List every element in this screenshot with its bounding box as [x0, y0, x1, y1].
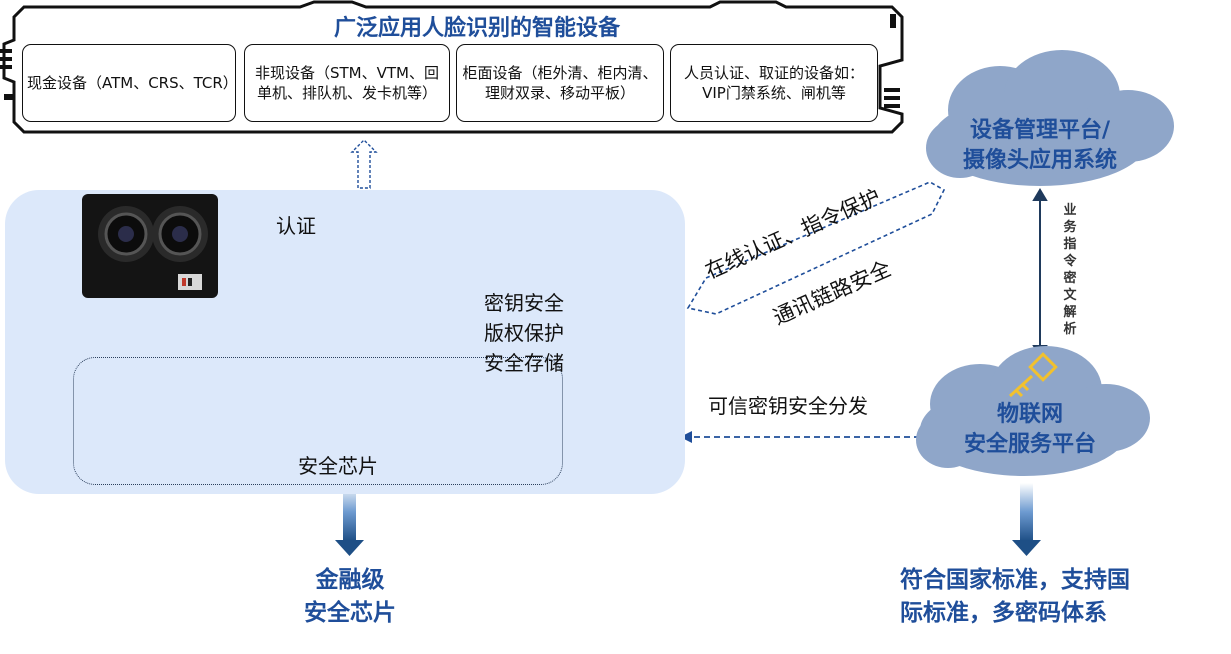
gradient-arrow-down-left [335, 483, 364, 556]
dashed-diagonal-arrow [686, 181, 946, 315]
security-chip-zone [73, 357, 563, 485]
cloud-icon [926, 50, 1174, 186]
bottom-left-line1: 金融级 [315, 567, 385, 593]
bottom-right-caption: 符合国家标准，支持国 际标准，多密码体系 [900, 564, 1220, 630]
dashed-arrow-distribute [680, 431, 920, 443]
device-box-personnel: 人员认证、取证的设备如：VIP门禁系统、闸机等 [670, 44, 878, 122]
header-title: 广泛应用人脸识别的智能设备 [333, 16, 620, 41]
cloud-icon [916, 346, 1150, 476]
bottom-left-caption: 金融级 安全芯片 [270, 564, 430, 630]
vertical-double-arrow [1032, 188, 1048, 358]
vertical-label: 业务指令密文解析 [1063, 203, 1077, 337]
bottom-left-line2: 安全芯片 [304, 600, 396, 626]
cloud-bottom-line1: 物联网 [996, 402, 1063, 427]
dashed-arrow-up-header [350, 139, 378, 189]
camera-module-icon [82, 194, 218, 298]
header-frame [2, 0, 904, 134]
cloud-bottom-line2: 安全服务平台 [963, 432, 1096, 457]
distribute-label: 可信密钥安全分发 [708, 394, 868, 418]
cloud-top-line1: 设备管理平台/ [969, 118, 1111, 143]
server-feature-storage: 安全存储 [484, 351, 564, 375]
device-box-cash: 现金设备（ATM、CRS、TCR） [22, 44, 238, 122]
bottom-right-line1: 符合国家标准，支持国 [900, 567, 1130, 593]
chip-label: 安全芯片 [298, 454, 378, 478]
cloud-top-line2: 摄像头应用系统 [962, 148, 1117, 173]
header-frame-notches [0, 14, 900, 108]
server-feature-key-security: 密钥安全 [484, 291, 564, 315]
gold-key-icon [1008, 352, 1058, 398]
auth-label: 认证 [276, 214, 316, 238]
cloud-top-label: 设备管理平台/ 摄像头应用系统 [940, 116, 1140, 176]
bottom-right-line2: 际标准，多密码体系 [900, 600, 1107, 626]
gradient-arrow-down-right [1012, 483, 1041, 556]
device-box-counter: 柜面设备（柜外清、柜内清、理财双录、移动平板） [456, 44, 664, 122]
cloud-bottom-label: 物联网 安全服务平台 [930, 400, 1130, 460]
device-box-noncash: 非现设备（STM、VTM、回单机、排队机、发卡机等） [244, 44, 450, 122]
server-feature-list: 密钥安全 版权保护 安全存储 [484, 288, 564, 378]
server-feature-copyright: 版权保护 [484, 321, 564, 345]
